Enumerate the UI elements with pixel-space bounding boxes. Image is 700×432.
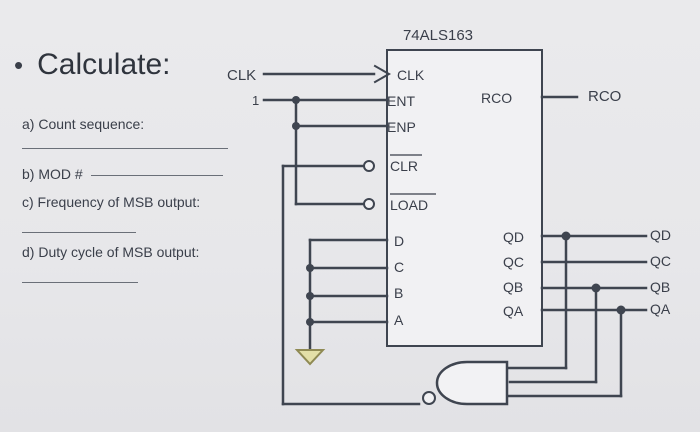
ground-icon xyxy=(294,349,326,366)
clk-external-label: CLK xyxy=(227,67,256,84)
one-external-label: 1 xyxy=(252,93,259,108)
load-inversion-bubble xyxy=(363,198,375,210)
heading-row: • Calculate: xyxy=(14,48,171,82)
junction-dot-c xyxy=(306,264,314,272)
answer-line-c xyxy=(22,232,136,233)
qd-external-label: QD xyxy=(650,227,671,243)
qb-external-label: QB xyxy=(650,279,670,295)
chip-title: 74ALS163 xyxy=(403,27,473,44)
heading-calculate: Calculate: xyxy=(37,48,171,81)
question-c: c) Frequency of MSB output: xyxy=(22,194,201,210)
pin-qd-label: QD xyxy=(503,229,524,245)
pin-c-label: C xyxy=(394,259,404,275)
pin-load-label: LOAD xyxy=(390,197,428,213)
pin-qa-label: QA xyxy=(503,303,524,319)
junction-dot-enable-top xyxy=(292,96,300,104)
qc-external-label: QC xyxy=(650,253,671,269)
pin-rco-label: RCO xyxy=(481,90,512,106)
nand-output-bubble xyxy=(422,391,436,405)
clock-input-icon xyxy=(373,64,392,84)
qa-external-label: QA xyxy=(650,301,671,317)
question-b-row: b) MOD # xyxy=(22,166,223,182)
question-d: d) Duty cycle of MSB output: xyxy=(22,244,200,260)
answer-line-b xyxy=(90,174,223,176)
pin-clr-label: CLR xyxy=(390,158,418,174)
pin-ent-label: ENT xyxy=(387,93,415,109)
pin-enp-label: ENP xyxy=(387,119,416,135)
answer-line-a xyxy=(22,148,228,149)
junction-dot-qb xyxy=(591,283,601,293)
rco-external-label: RCO xyxy=(588,88,621,105)
pin-qb-label: QB xyxy=(503,279,523,295)
junction-dot-b xyxy=(306,292,314,300)
counter-chip xyxy=(386,49,543,347)
bullet-icon: • xyxy=(14,50,24,80)
pin-qc-label: QC xyxy=(503,254,524,270)
question-panel: • Calculate: a) Count sequence: b) MOD #… xyxy=(0,0,260,432)
pin-d-label: D xyxy=(394,233,404,249)
question-b: b) MOD # xyxy=(22,166,83,182)
answer-line-d xyxy=(22,282,138,283)
nand-gate xyxy=(435,360,509,406)
pin-b-label: B xyxy=(394,285,403,301)
junction-dot-enp xyxy=(292,122,300,130)
question-a: a) Count sequence: xyxy=(22,116,145,132)
pin-a-label: A xyxy=(394,312,404,328)
junction-dot-a xyxy=(306,318,314,326)
clr-inversion-bubble xyxy=(363,160,375,172)
pin-clk-label: CLK xyxy=(397,67,425,83)
junction-dot-qa xyxy=(616,305,626,315)
junction-dot-qd xyxy=(561,231,571,241)
